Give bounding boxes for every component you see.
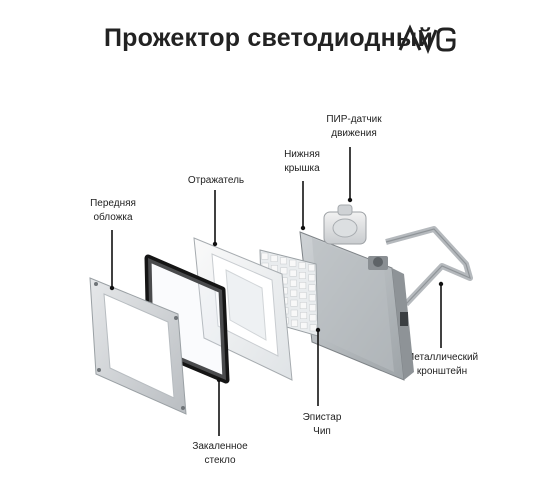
led-chip: [308, 274, 316, 282]
led-chip: [309, 324, 317, 332]
page-title: Прожектор светодиодный: [104, 24, 434, 52]
led-chip: [291, 319, 298, 327]
led-chip: [308, 294, 316, 302]
led-chip: [290, 299, 298, 307]
led-chip: [299, 282, 307, 289]
leader-lines: [111, 147, 442, 436]
led-chip: [308, 284, 316, 292]
led-chip: [309, 304, 317, 312]
pir-sensor: [323, 204, 367, 245]
led-chip: [298, 262, 306, 269]
led-chip: [289, 279, 297, 287]
led-chip: [300, 312, 308, 319]
led-chip: [298, 272, 306, 279]
led-chip: [280, 267, 288, 275]
led-chip: [280, 257, 287, 265]
reflector-label: Отражатель: [187, 175, 245, 186]
led-chip: [300, 322, 308, 329]
led-chip: [270, 255, 278, 262]
led-chip: [299, 302, 307, 309]
led-chip: [290, 289, 298, 297]
reflector: [193, 237, 293, 381]
led-chip: [299, 292, 307, 299]
avg-logo: [398, 24, 456, 54]
led-chip: [261, 252, 269, 260]
led-chip: [309, 314, 317, 322]
led-chip: [289, 259, 297, 267]
led-chip: [308, 264, 315, 272]
led-chip: [290, 309, 298, 317]
front-cover-frame: [89, 277, 187, 415]
led-chip: [289, 269, 297, 277]
